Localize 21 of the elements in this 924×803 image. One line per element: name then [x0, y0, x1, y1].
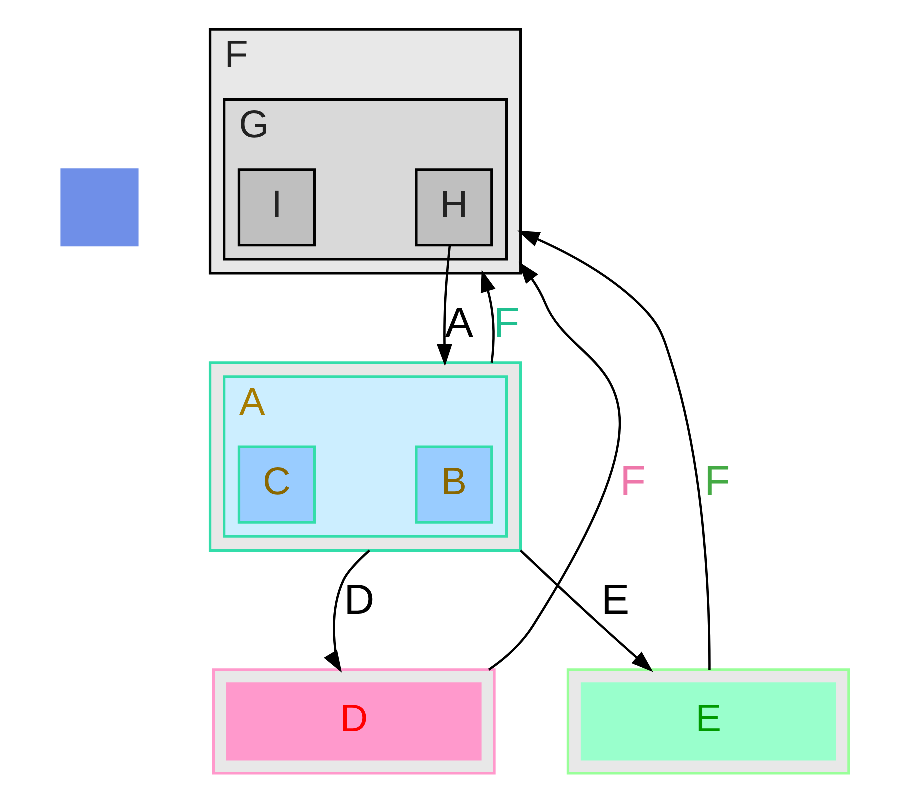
- arrow: [517, 230, 710, 670]
- node-box: [60, 168, 138, 247]
- cluster: [212, 668, 496, 775]
- arrow: [480, 270, 496, 364]
- node-box: E: [580, 682, 836, 761]
- arrow: [519, 550, 653, 672]
- edge-label: E: [601, 576, 630, 624]
- node-box: B: [414, 446, 493, 524]
- node-box: C: [237, 446, 316, 524]
- arrow: [436, 245, 452, 366]
- arrow: [324, 550, 370, 673]
- edge-label: F: [493, 298, 520, 346]
- node-box: I: [237, 168, 316, 247]
- edge-label: D: [344, 576, 374, 624]
- edge-label: F: [620, 458, 646, 505]
- cluster: [208, 362, 522, 552]
- node-box: H: [414, 168, 493, 247]
- arrow: [488, 262, 620, 671]
- edge-label: F: [704, 458, 730, 505]
- node-box: D: [226, 682, 482, 761]
- cluster: [566, 668, 850, 775]
